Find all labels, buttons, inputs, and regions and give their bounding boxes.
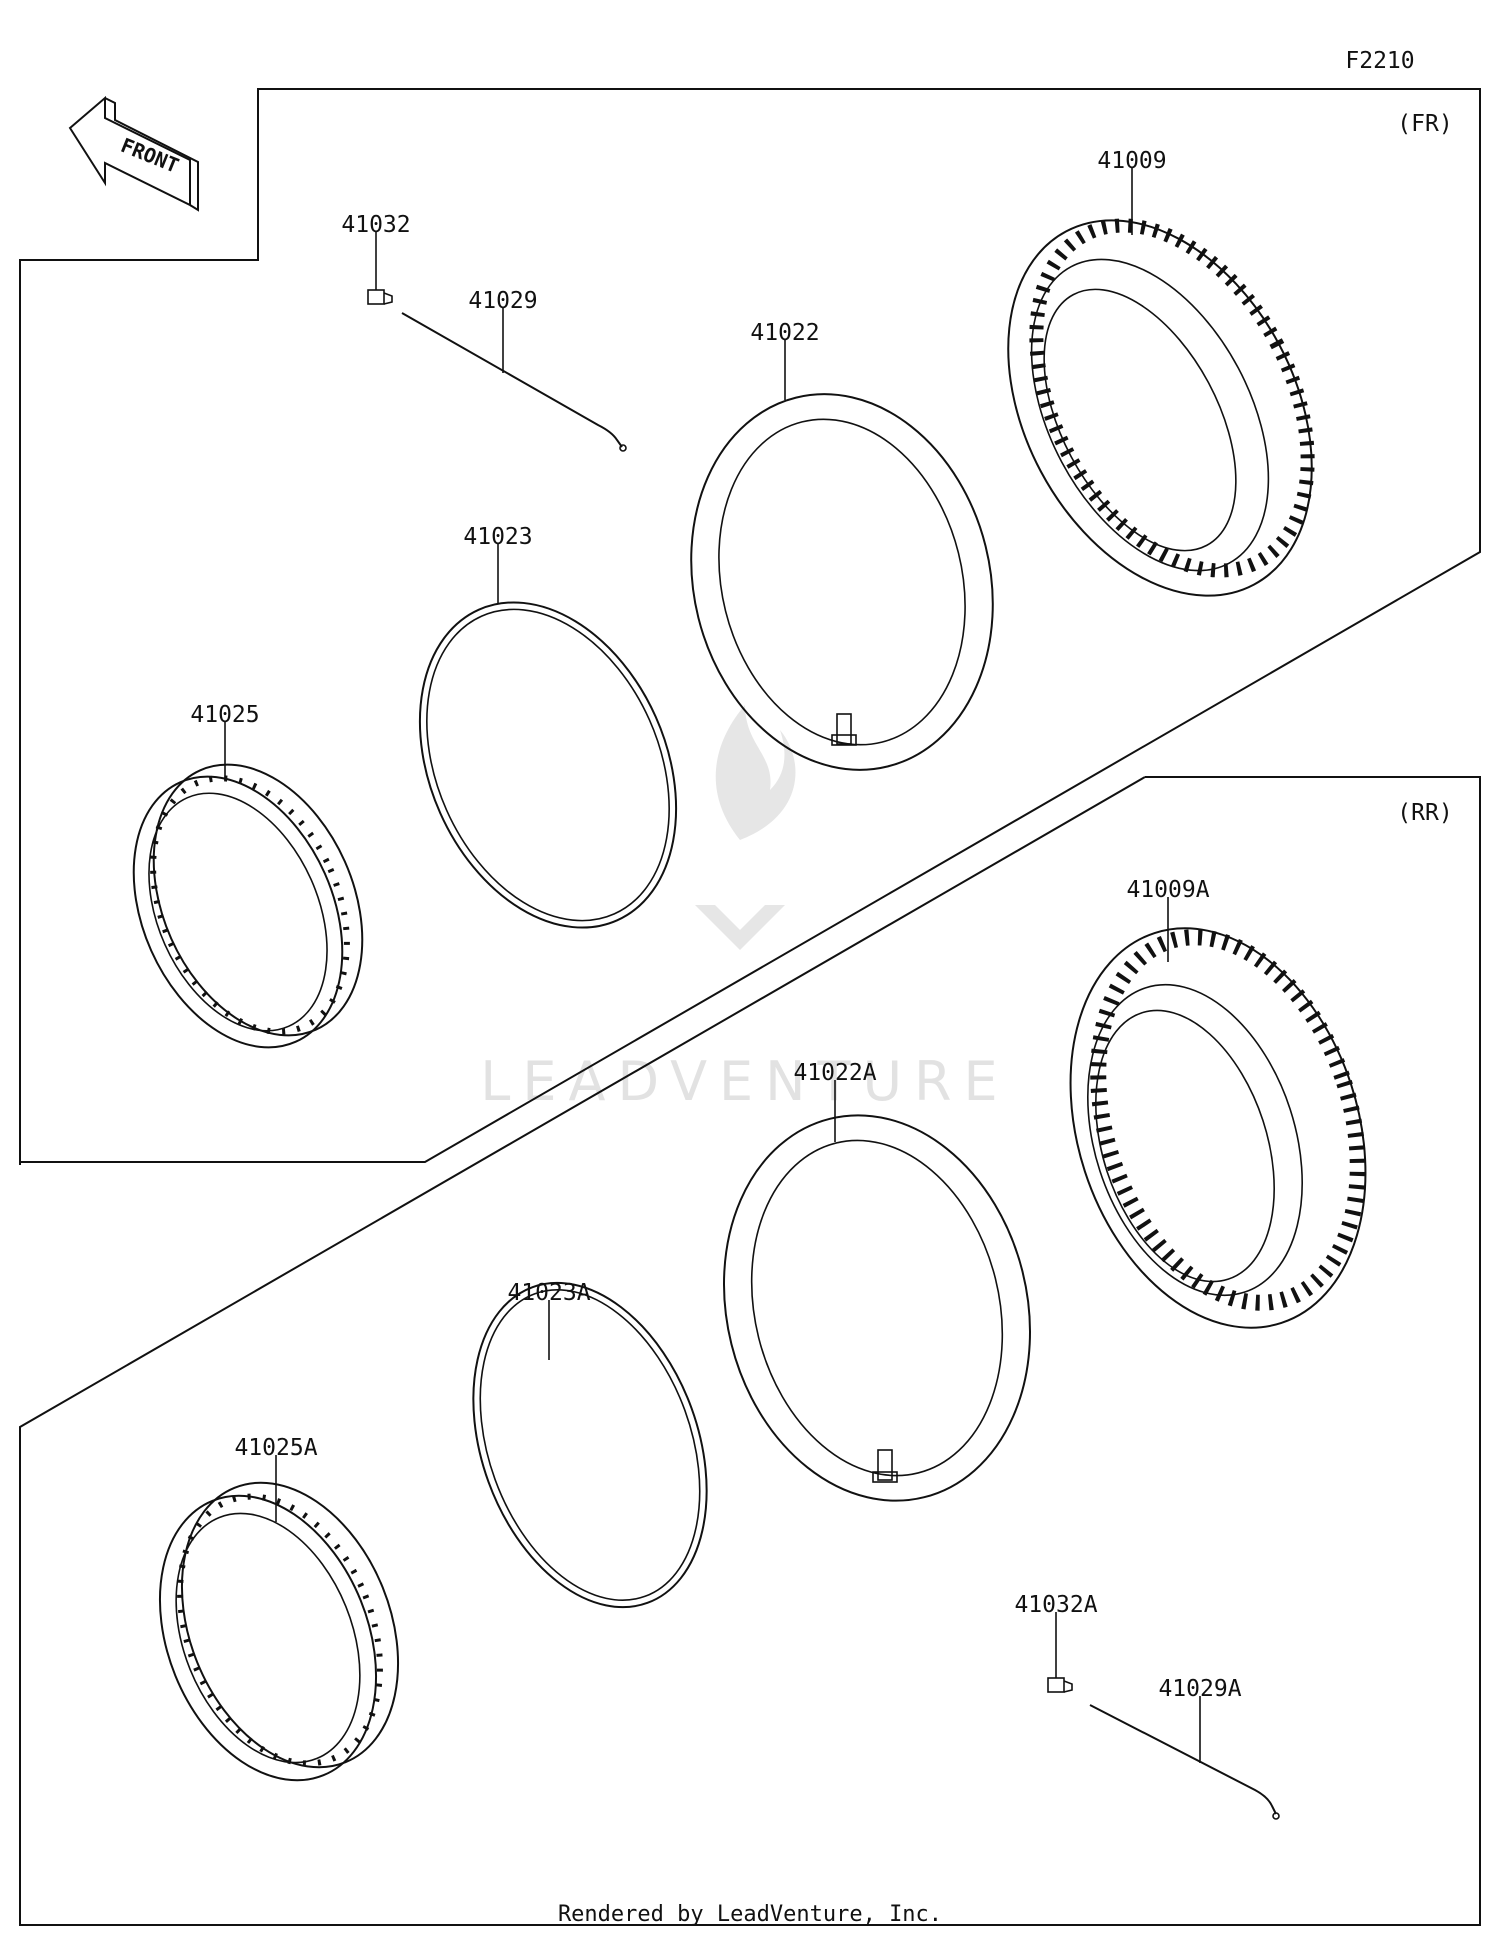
- front-rim[interactable]: [93, 732, 402, 1081]
- front-spoke[interactable]: [401, 312, 627, 452]
- front-rim-band[interactable]: [371, 562, 725, 969]
- part-number-41029A[interactable]: 41029A: [1158, 1676, 1241, 1702]
- front-spoke-nipple[interactable]: [367, 289, 393, 305]
- rear-rim[interactable]: [120, 1450, 438, 1812]
- rear-spoke[interactable]: [1089, 1704, 1280, 1820]
- rear-tire[interactable]: [1022, 890, 1415, 1366]
- front-section-label: (FR): [1397, 111, 1452, 137]
- part-number-41009A[interactable]: 41009A: [1126, 877, 1209, 903]
- rear-valve-stem: [872, 1449, 898, 1483]
- front-direction-arrow: FRONT: [68, 95, 199, 212]
- footer-credit: Rendered by LeadVenture, Inc.: [557, 1902, 943, 1927]
- front-tube[interactable]: [652, 362, 1031, 802]
- part-number-41032A[interactable]: 41032A: [1014, 1592, 1097, 1618]
- part-number-41029[interactable]: 41029: [468, 288, 537, 314]
- figure-code: F2210: [1345, 48, 1414, 74]
- rear-spoke-nipple[interactable]: [1047, 1677, 1073, 1693]
- part-number-41032[interactable]: 41032: [341, 212, 410, 238]
- front-tire[interactable]: [947, 168, 1373, 648]
- watermark-text: LEADVENTURE: [480, 1050, 1009, 1113]
- rear-section-frame: [19, 776, 1481, 1926]
- part-number-41022[interactable]: 41022: [750, 320, 819, 346]
- rear-section-label: (RR): [1397, 800, 1452, 826]
- part-number-41023[interactable]: 41023: [463, 524, 532, 550]
- front-section-frame: [19, 88, 1481, 1165]
- front-valve-stem: [831, 713, 857, 746]
- part-number-41023A[interactable]: 41023A: [507, 1280, 590, 1306]
- part-number-41025[interactable]: 41025: [190, 702, 259, 728]
- watermark: LEADVENTURE: [480, 705, 1009, 1113]
- part-number-41025A[interactable]: 41025A: [234, 1435, 317, 1461]
- part-number-41009[interactable]: 41009: [1097, 148, 1166, 174]
- part-number-41022A[interactable]: 41022A: [793, 1060, 876, 1086]
- rear-tube[interactable]: [684, 1083, 1069, 1534]
- rear-rim-band[interactable]: [431, 1250, 749, 1640]
